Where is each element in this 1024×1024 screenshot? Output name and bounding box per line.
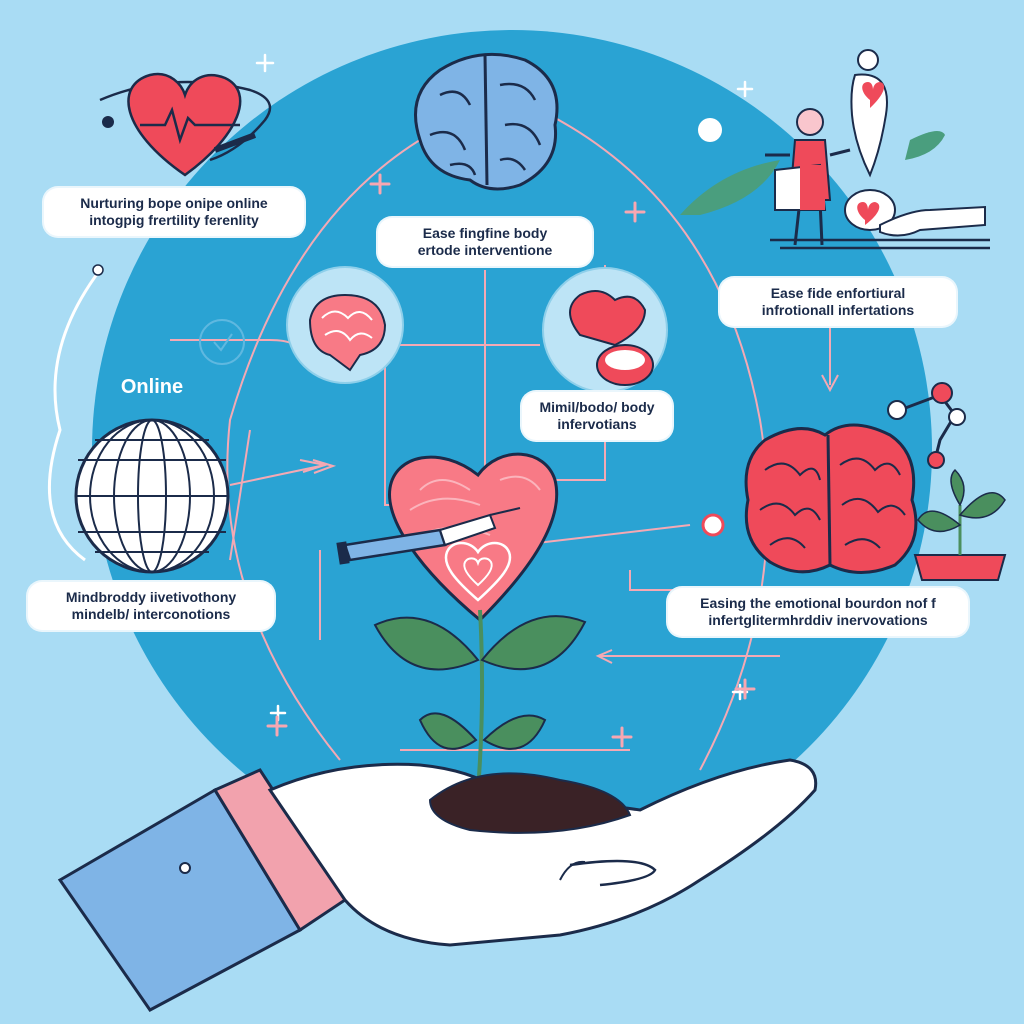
syringe-icon xyxy=(336,507,521,565)
people-care-icon xyxy=(680,49,990,250)
dial-icon xyxy=(199,319,245,365)
label-line: Mimil/bodo/ body xyxy=(539,399,655,415)
node-icon xyxy=(701,513,725,537)
label-right-top: Ease fide enfortiural infrotionall infer… xyxy=(720,278,956,326)
small-brain-icon xyxy=(286,266,404,384)
label-left-bottom: Mindbroddy iivetivothony mindelb/ interc… xyxy=(28,582,274,630)
sparkle-icon xyxy=(266,173,756,748)
label-right-bottom: Easing the emotional bourdon nof f infer… xyxy=(668,588,968,636)
label-line: Nurturing bope onipe online xyxy=(80,195,268,211)
heart-monitor-icon xyxy=(99,72,272,177)
label-line: mindelb/ interconotions xyxy=(71,606,231,622)
label-line: Ease fide enfortiural xyxy=(770,285,906,301)
molecule-icon xyxy=(887,382,966,469)
label-line: infervotians xyxy=(557,416,637,432)
label-line: infrotionall infertations xyxy=(761,302,915,318)
arrow-icon xyxy=(299,374,839,664)
hand-plant-icon xyxy=(57,758,818,1012)
label-line: Mindbroddy iivetivothony xyxy=(65,589,237,605)
plant-pot-icon xyxy=(913,468,1007,581)
plant-icon xyxy=(373,609,587,791)
label-line: Ease fingfine body xyxy=(422,225,548,241)
online-heading: Online xyxy=(120,376,184,398)
label-top-left: Nurturing bope onipe online intogpig fre… xyxy=(44,188,304,236)
brain-icon xyxy=(414,52,559,191)
label-line: infertglitermhrddiv inervovations xyxy=(708,612,928,628)
globe-icon xyxy=(47,264,230,574)
label-center-mid: Mimil/bodo/ body infervotians xyxy=(522,392,672,440)
brain-red-icon xyxy=(744,423,918,574)
label-top-center: Ease fingfine body ertode interventionе xyxy=(378,218,592,266)
hearts-cluster-icon xyxy=(542,267,668,393)
label-line: intogpig frertility ferenlity xyxy=(89,212,259,228)
label-line: ertode interventionе xyxy=(417,242,553,258)
background-circle xyxy=(92,30,932,870)
label-line: Easing the emotional bourdon nof f xyxy=(700,595,936,611)
big-heart-icon xyxy=(388,452,559,623)
